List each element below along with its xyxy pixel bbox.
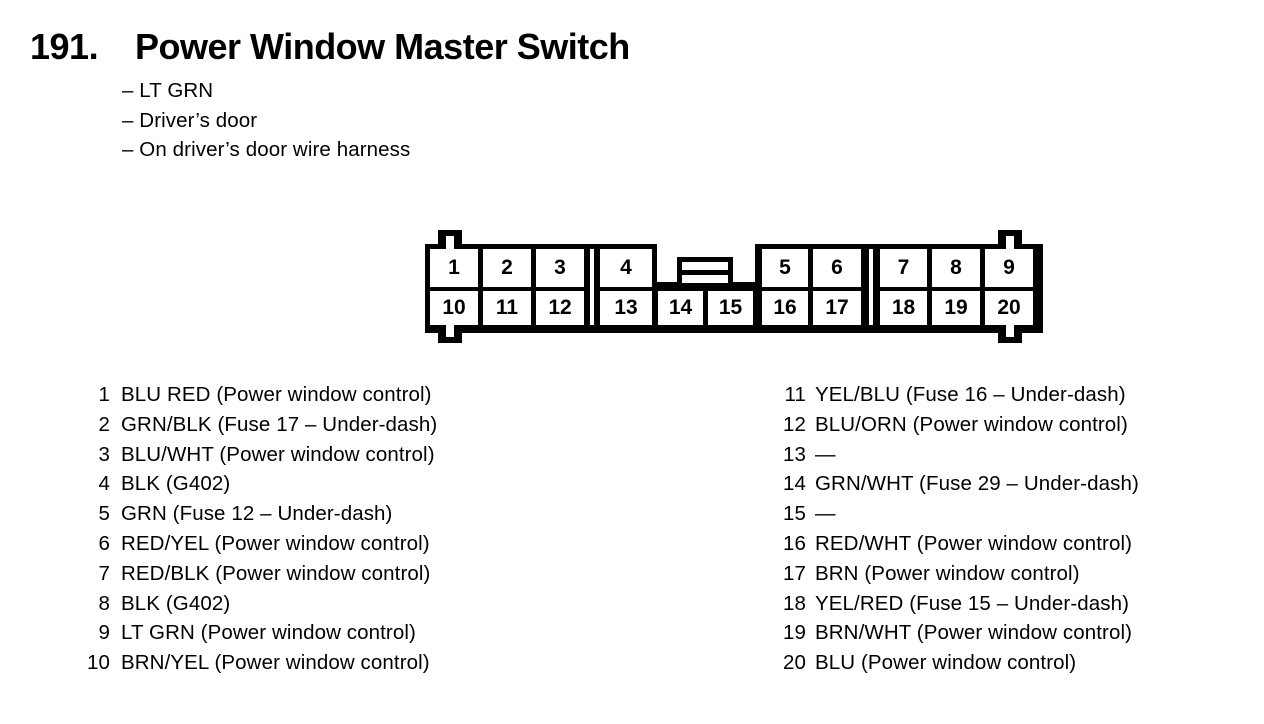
pin-description: GRN/WHT (Fuse 29 – Under-dash) [815,472,1139,496]
keying-notch-bottom-left [446,321,454,337]
connector-cell-4: 4 [600,249,652,287]
pin-description: BLK (G402) [121,591,231,615]
pin-description: RED/WHT (Power window control) [815,531,1133,555]
connector-cell-14: 14 [658,291,703,325]
pin-number: 17 [782,561,806,585]
pin-description: RED/BLK (Power window control) [121,561,431,585]
pin-description: — [815,442,836,466]
pin-row-6: 6 RED/YEL (Power window control) [86,529,437,559]
pin-description: BRN/WHT (Power window control) [815,621,1133,645]
pin-description: — [815,502,836,526]
connector-cell-9: 9 [985,249,1033,287]
pin-description: BLK (G402) [121,472,231,496]
pin-row-5: 5 GRN (Fuse 12 – Under-dash) [86,499,437,529]
pin-number: 8 [98,591,110,615]
item-number: 191. [30,26,99,67]
page-title: 191. Power Window Master Switch [30,28,630,66]
pin-row-11: 11 YEL/BLU (Fuse 16 – Under-dash) [782,380,1139,410]
note-line-2: – Driver’s door [122,108,258,132]
connector-cell-6: 6 [813,249,861,287]
pin-description: RED/YEL (Power window control) [121,531,430,555]
connector-cell-3: 3 [536,249,584,287]
keying-notch-top-left [446,236,454,252]
pin-description: YEL/BLU (Fuse 16 – Under-dash) [815,383,1126,406]
pin-description: BRN/YEL (Power window control) [121,651,430,675]
connector-divider-right [869,249,873,325]
pin-row-17: 17 BRN (Power window control) [782,559,1139,589]
pin-number: 18 [782,591,806,615]
pin-number: 7 [98,561,110,585]
lock-tab-stripe-2 [682,275,728,283]
connector-cell-16: 16 [762,291,808,325]
connector-divider-left [590,249,594,325]
pin-row-8: 8 BLK (G402) [86,589,437,619]
pin-number: 15 [782,502,806,526]
pin-number: 5 [98,502,110,526]
pin-row-3: 3 BLU/WHT (Power window control) [86,440,437,470]
pin-row-16: 16 RED/WHT (Power window control) [782,529,1139,559]
pin-description: BLU/WHT (Power window control) [121,442,435,466]
pin-number: 2 [98,412,110,436]
note-line-1: – LT GRN [122,79,214,102]
pin-number: 1 [98,383,110,406]
connector-cell-17: 17 [813,291,861,325]
pin-row-15: 15 — [782,499,1139,529]
pin-row-1: 1 BLU RED (Power window control) [86,380,437,410]
pin-description: LT GRN (Power window control) [121,621,416,645]
keying-notch-top-right [1006,236,1014,252]
connector-cell-19: 19 [932,291,980,325]
pin-number: 6 [98,531,110,555]
connector-cell-8: 8 [932,249,980,287]
pin-number: 9 [98,621,110,645]
keying-notch-bottom-right [1006,321,1014,337]
pin-number: 12 [782,412,806,436]
pin-list-left: 1 BLU RED (Power window control) 2 GRN/BLK… [86,380,437,678]
connector-cell-2: 2 [483,249,531,287]
pin-number: 10 [86,651,110,675]
pin-number: 20 [782,651,806,675]
pin-row-7: 7 RED/BLK (Power window control) [86,559,437,589]
pin-number: 11 [784,383,806,406]
pin-row-13: 13 — [782,440,1139,470]
pin-number: 19 [782,621,806,645]
connector-diagram: 1 2 3 4 5 6 7 8 9 10 11 12 13 14 15 16 1… [425,228,1047,346]
pin-row-18: 18 YEL/RED (Fuse 15 – Under-dash) [782,589,1139,619]
connector-cell-1: 1 [430,249,478,287]
pin-description: BRN (Power window control) [815,561,1080,585]
pin-description: GRN (Fuse 12 – Under-dash) [121,502,393,526]
connector-cell-20: 20 [985,291,1033,325]
connector-cell-18: 18 [880,291,927,325]
pin-row-9: 9 LT GRN (Power window control) [86,618,437,648]
connector-cell-11: 11 [483,291,531,325]
pin-row-2: 2 GRN/BLK (Fuse 17 – Under-dash) [86,410,437,440]
lock-tab-stripe-1 [682,262,728,270]
connector-cell-5: 5 [762,249,808,287]
pin-description: BLU/ORN (Power window control) [815,412,1128,436]
pin-number: 3 [98,442,110,466]
pin-description: GRN/BLK (Fuse 17 – Under-dash) [121,412,438,436]
pin-row-12: 12 BLU/ORN (Power window control) [782,410,1139,440]
connector-cell-7: 7 [880,249,927,287]
pin-number: 14 [782,472,806,496]
connector-notes: – LT GRN – Driver’s door – On driver’s d… [122,76,410,165]
pin-list-right: 11 YEL/BLU (Fuse 16 – Under-dash) 12 BLU/O… [782,380,1139,678]
pin-row-10: 10 BRN/YEL (Power window control) [86,648,437,678]
connector-cell-12: 12 [536,291,584,325]
pin-number: 16 [782,531,806,555]
pin-number: 13 [782,442,806,466]
pin-description: BLU RED (Power window control) [121,383,432,406]
pin-row-19: 19 BRN/WHT (Power window control) [782,618,1139,648]
pin-row-20: 20 BLU (Power window control) [782,648,1139,678]
pin-row-14: 14 GRN/WHT (Fuse 29 – Under-dash) [782,469,1139,499]
connector-cell-10: 10 [430,291,478,325]
title-text: Power Window Master Switch [135,26,630,67]
note-line-3: – On driver’s door wire harness [122,138,411,161]
connector-cell-13: 13 [600,291,652,325]
pin-row-4: 4 BLK (G402) [86,469,437,499]
pin-description: BLU (Power window control) [815,651,1077,675]
pin-description: YEL/RED (Fuse 15 – Under-dash) [815,591,1130,615]
pin-number: 4 [98,472,110,496]
connector-cell-15: 15 [708,291,753,325]
